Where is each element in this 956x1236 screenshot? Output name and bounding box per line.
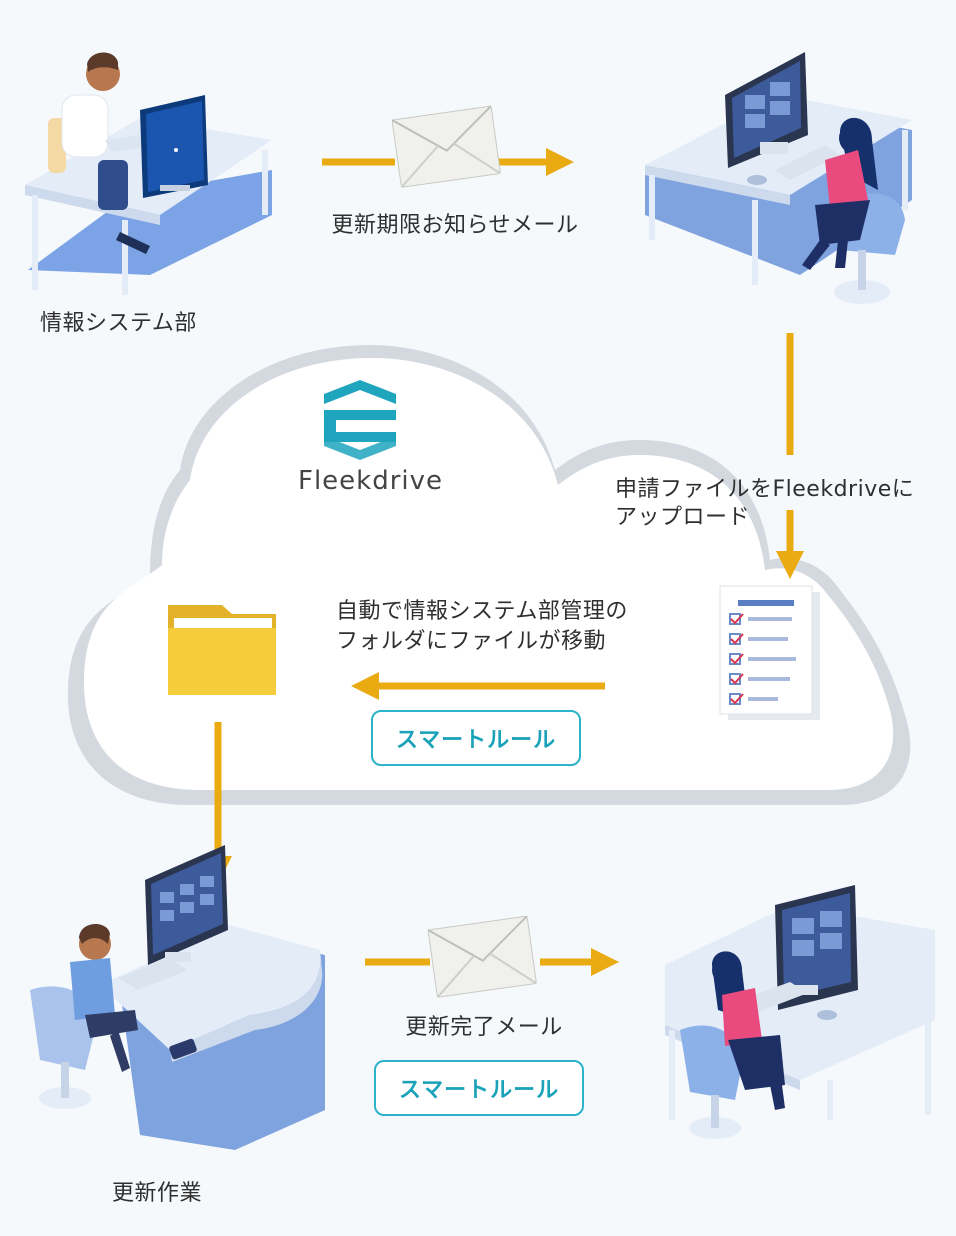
label-upload-line2: アップロード	[615, 505, 751, 530]
label-completion-mail: 更新完了メール	[405, 1015, 563, 1040]
person-at-desk-icon	[25, 52, 272, 295]
woman-at-desk-icon-2	[665, 885, 935, 1139]
label-it-department: 情報システム部	[40, 311, 197, 336]
folder-icon	[168, 605, 276, 695]
cloud-icon	[67, 345, 911, 805]
label-upload-line1: 申請ファイルをFleekdriveに	[615, 477, 915, 502]
fleekdrive-logo-icon	[324, 380, 396, 460]
smart-rule-badge-2: スマートルール	[374, 1060, 584, 1116]
smart-rule-badge: スマートルール	[371, 710, 581, 766]
checklist-document-icon	[719, 585, 820, 720]
arrows	[204, 148, 804, 976]
label-renewal-notice-mail: 更新期限お知らせメール	[331, 213, 579, 238]
label-auto-move-line2: フォルダにファイルが移動	[336, 629, 607, 654]
mail-envelope-icon-2	[427, 915, 538, 998]
woman-at-desk-icon	[645, 52, 912, 304]
label-auto-move-line1: 自動で情報システム部管理の	[336, 599, 628, 624]
label-update-work: 更新作業	[112, 1181, 203, 1206]
brand-name: Fleekdrive	[298, 466, 444, 496]
person-at-desk-icon-2	[30, 845, 325, 1150]
mail-envelope-icon	[391, 105, 502, 188]
